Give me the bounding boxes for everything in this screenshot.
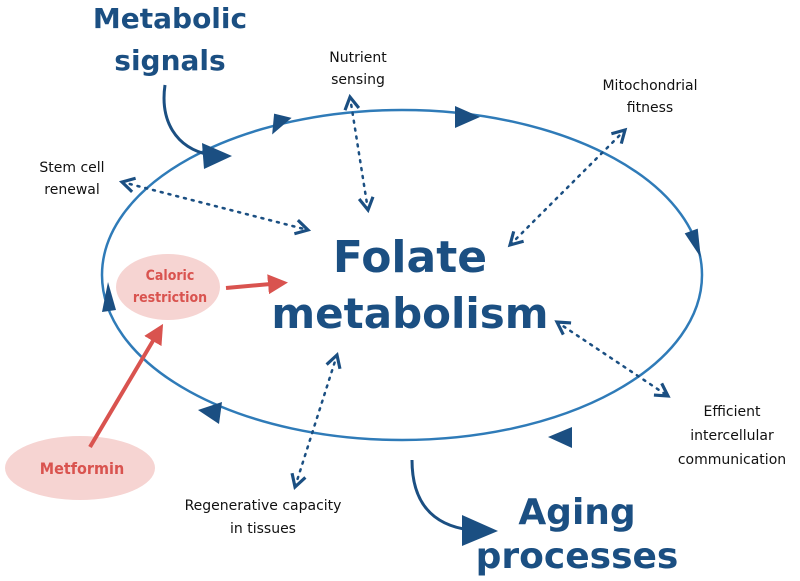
- metformin-label: Metformin: [40, 459, 124, 478]
- metabolic-signals-line2: signals: [114, 44, 225, 77]
- center-title-line2: metabolism: [271, 289, 548, 338]
- regen-line1: Regenerative capacity: [185, 498, 342, 514]
- caloric-line1: Caloric: [146, 268, 195, 284]
- caloric-to-folate-arrow: [225, 274, 288, 295]
- intercell-line3: communication: [678, 452, 786, 468]
- aging-processes-line1: Aging: [518, 492, 635, 533]
- dotted-connectors: [118, 93, 671, 491]
- metabolic-signals-arrow: [162, 84, 211, 157]
- mito-fitness-line2: fitness: [627, 100, 673, 116]
- nutrient-sensing-line2: sensing: [331, 72, 385, 88]
- mito-fitness-line1: Mitochondrial: [602, 78, 697, 94]
- cycle-arrowhead-bottom-left: [198, 402, 222, 424]
- caloric-line2: restriction: [133, 290, 207, 306]
- metabolic-signals-arrowhead: [202, 143, 232, 169]
- metformin-bubble: [5, 436, 155, 500]
- cycle-arrowhead-top: [455, 106, 480, 128]
- regen-line2: in tissues: [230, 521, 296, 537]
- cycle-arrowhead-top-left: [272, 113, 292, 135]
- aging-processes-arrow: [410, 459, 471, 532]
- nutrient-sensing-line1: Nutrient: [329, 50, 387, 66]
- metformin-to-caloric-arrow: [88, 323, 164, 449]
- center-title-line1: Folate: [333, 232, 487, 283]
- intercell-line1: Efficient: [704, 404, 761, 420]
- aging-processes-arrowhead: [462, 515, 498, 546]
- connector-regen: [290, 351, 342, 491]
- connector-intercell: [554, 320, 671, 398]
- caloric-restriction-bubble: [116, 254, 220, 320]
- connector-stem: [118, 176, 312, 236]
- aging-processes-line2: processes: [476, 536, 679, 577]
- metabolic-signals-line1: Metabolic: [93, 2, 247, 35]
- cycle-arrowhead-bottom-right: [548, 427, 572, 448]
- cycle-arrowheads: [102, 106, 701, 448]
- intercell-line2: intercellular: [690, 428, 774, 444]
- stem-cell-line2: renewal: [44, 182, 99, 198]
- metabolic-cycle-ellipse: [100, 108, 704, 442]
- connector-mito: [507, 127, 628, 248]
- connector-nutrient: [343, 93, 375, 214]
- stem-cell-line1: Stem cell: [39, 160, 104, 176]
- cycle-arrowhead-right: [684, 228, 701, 258]
- cycle-arrowhead-left: [102, 282, 116, 312]
